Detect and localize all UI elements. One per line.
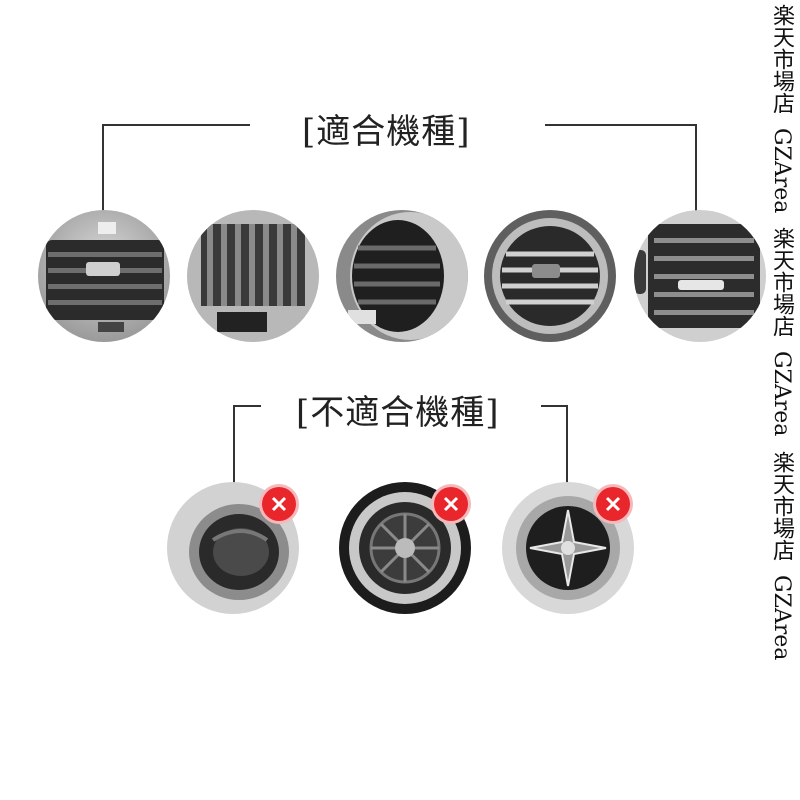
x-mark-icon — [434, 487, 468, 521]
bracket-line — [545, 124, 697, 126]
vent-round-slats — [336, 210, 468, 342]
bracket-line — [102, 124, 104, 212]
bracket-line — [541, 405, 568, 407]
vent-round-star — [502, 482, 634, 614]
bracket-line — [695, 124, 697, 212]
bracket-line — [102, 124, 250, 126]
watermark-text: 楽天市場店 — [769, 227, 794, 338]
compatible-section-title: [適合機種] — [302, 112, 471, 152]
x-mark-icon — [262, 487, 296, 521]
watermark-column: 楽天市場店 GZArea 楽天市場店 GZArea 楽天市場店 GZArea — [768, 4, 794, 796]
bracket-line — [233, 405, 261, 407]
bracket-line — [566, 405, 568, 485]
x-mark-icon — [596, 487, 630, 521]
vent-oval-slats — [484, 210, 616, 342]
watermark-text: GZArea — [769, 574, 794, 661]
vent-rectangular-slats — [187, 210, 319, 342]
watermark-text: GZArea — [769, 351, 794, 437]
watermark-text: GZArea — [769, 128, 794, 214]
vent-round-dome — [167, 482, 299, 614]
incompatible-section-title: [不適合機種] — [296, 393, 500, 433]
bracket-line — [233, 405, 235, 485]
vent-square-slats — [634, 210, 766, 342]
watermark-text: 楽天市場店 — [769, 4, 794, 114]
watermark-text: 楽天市場店 — [769, 450, 794, 561]
vent-horizontal-slats — [38, 210, 170, 342]
